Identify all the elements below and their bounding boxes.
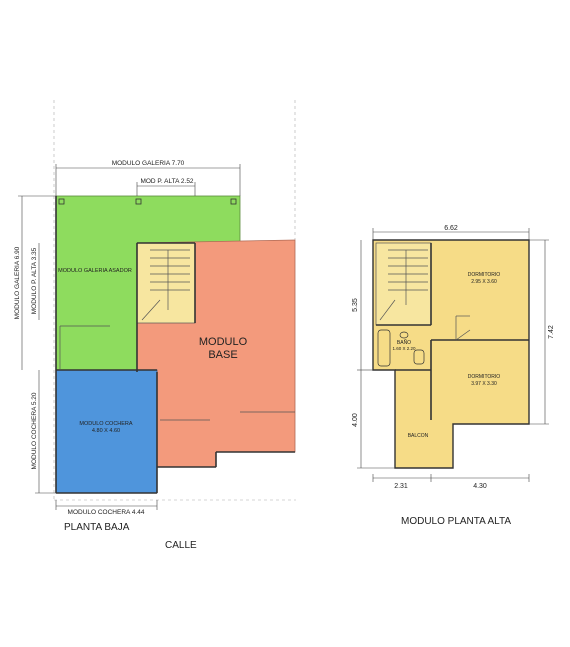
room-dorm1-size: 2.95 X 3.60 <box>471 279 497 285</box>
dim-bottom-left: 2.31 <box>394 483 408 490</box>
dim-top: 6.62 <box>444 225 458 232</box>
room-dorm1-label: DORMITORIO <box>468 272 501 278</box>
lot-boundary <box>53 100 296 501</box>
room-base-label-line1: MODULO <box>199 336 248 348</box>
ground-stair <box>136 242 196 324</box>
dim-left-upper: 5.35 <box>352 298 359 312</box>
dim-mod-p-alta: MOD P. ALTA 2.52 <box>140 178 193 185</box>
room-dorm2-label: DORMITORIO <box>468 374 501 380</box>
ground-dimensions <box>18 164 241 510</box>
room-cochera-label: MODULO COCHERA <box>79 421 133 427</box>
ground-floor-plan: MODULO GALERIA 7.70 MOD P. ALTA 2.52 MOD… <box>14 100 296 551</box>
room-dorm2-size: 3.97 X 3.30 <box>471 381 497 387</box>
room-base-label-line2: BASE <box>208 349 237 361</box>
upper-stair <box>375 242 432 326</box>
upper-walls <box>376 243 529 420</box>
room-cochera-size: 4.80 X 4.60 <box>92 428 120 434</box>
street-label: CALLE <box>165 540 197 551</box>
dim-right: 7.42 <box>548 325 555 339</box>
room-bano-size: 1.60 X 2.20 <box>392 346 416 351</box>
dim-bottom-right: 4.30 <box>473 483 487 490</box>
room-galeria-label: MODULO GALERIA ASADOR <box>58 268 132 274</box>
dim-left-lower: 4.00 <box>352 413 359 427</box>
planta-baja-title: PLANTA BAJA <box>64 522 130 533</box>
dim-p-alta-vertical: MODULO P. ALTA 3.35 <box>31 247 38 314</box>
ground-walls <box>55 196 295 494</box>
bath-fixtures <box>377 329 425 367</box>
upper-dimensions <box>357 228 549 482</box>
dim-cochera-bottom: MODULO COCHERA 4.44 <box>68 509 145 516</box>
upper-floor-plan: 6.62 7.42 5.35 4.00 2.31 4.30 DORMITORIO… <box>352 225 555 527</box>
planta-alta-title: MODULO PLANTA ALTA <box>401 516 511 527</box>
dim-galeria-vertical: MODULO GALERIA 6.90 <box>14 246 21 319</box>
dim-cochera-vertical: MODULO COCHERA 5.20 <box>31 392 38 469</box>
column-markers <box>58 198 237 205</box>
dim-modulo-galeria: MODULO GALERIA 7.70 <box>112 160 185 167</box>
room-bano-label: BAÑO <box>397 339 411 346</box>
room-balcon-label: BALCON <box>408 433 429 439</box>
